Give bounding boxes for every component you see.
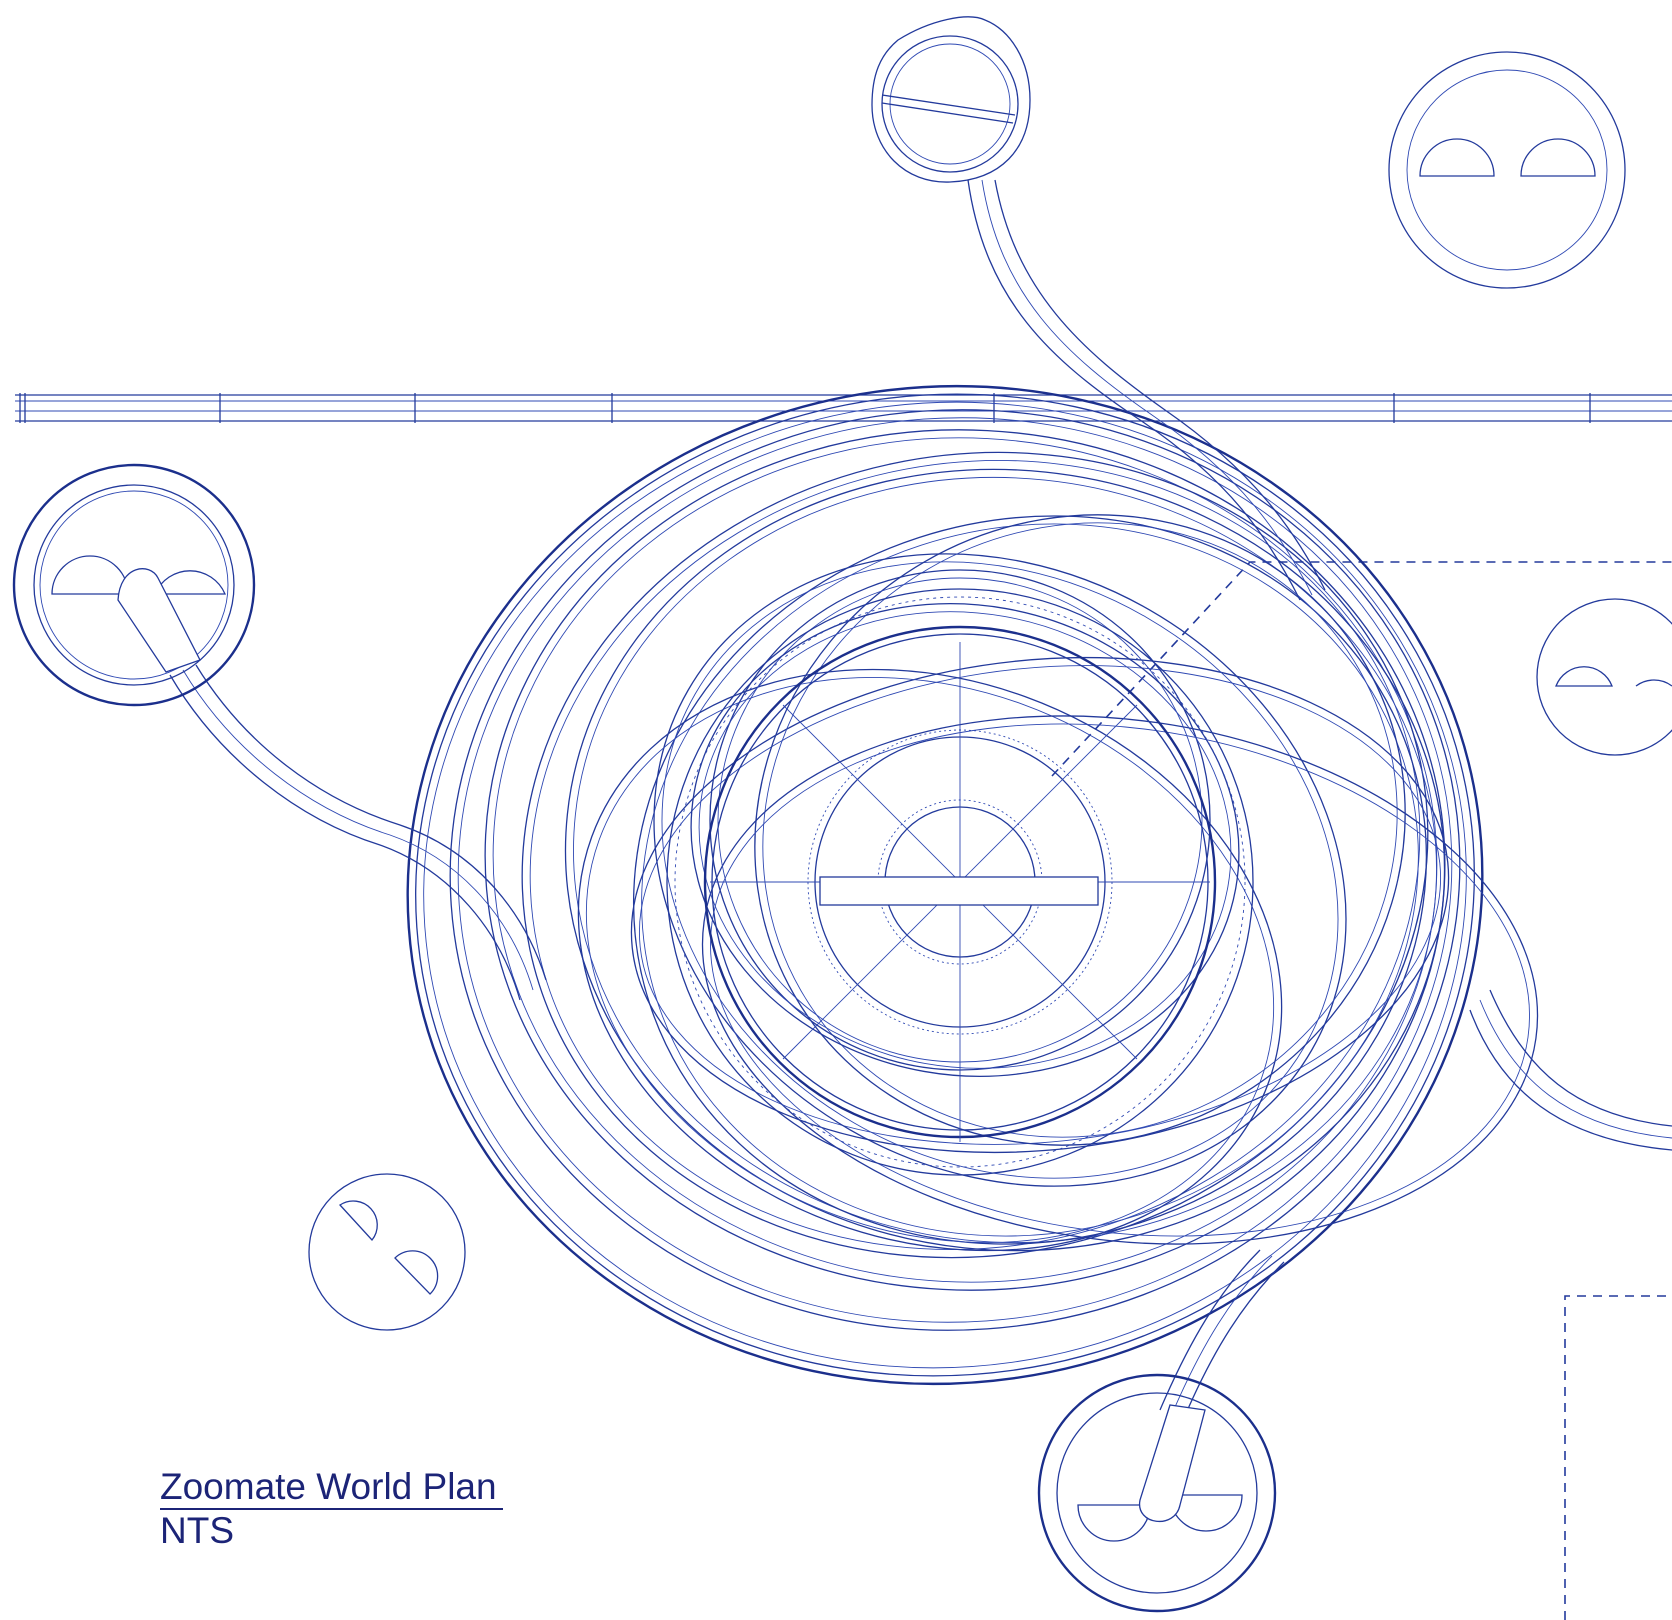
pod-top-right bbox=[1388, 51, 1626, 289]
spiral-path-loops bbox=[406, 384, 1539, 1386]
plan-title: Zoomate World Plan bbox=[160, 1466, 503, 1510]
horizontal-track bbox=[15, 393, 1672, 423]
pod-bottom bbox=[1037, 1373, 1277, 1613]
pod-right bbox=[1536, 598, 1672, 756]
title-block: Zoomate World Plan NTS bbox=[160, 1466, 503, 1552]
pod-left bbox=[12, 463, 256, 707]
top-pod bbox=[871, 16, 1031, 183]
pod-bottom-left bbox=[308, 1173, 466, 1331]
connector-paths bbox=[169, 179, 1672, 1419]
scale-note: NTS bbox=[160, 1510, 234, 1551]
central-hub bbox=[666, 588, 1254, 1176]
